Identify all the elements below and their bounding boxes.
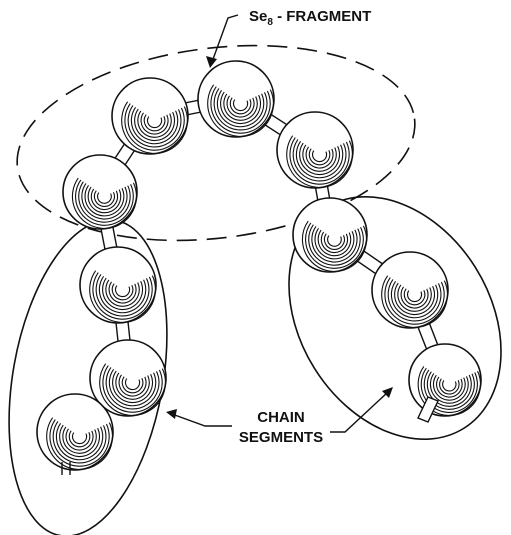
atoms-group: [36, 60, 482, 471]
atom-right-1: [292, 197, 368, 273]
chain-end-bond-left: [61, 462, 71, 475]
atom-se8-2: [111, 77, 189, 155]
se8-fragment-label: Se8 - FRAGMENT: [249, 8, 371, 28]
atom-left-3: [36, 393, 114, 471]
chain-leader-arrow-right: [330, 387, 393, 433]
se8-fragment-ellipse: [16, 44, 416, 242]
atom-se8-3: [197, 60, 275, 138]
atom-se8-4: [276, 111, 354, 189]
fragment-leader-arrow: [206, 14, 239, 68]
atom-left-1: [79, 246, 157, 324]
atom-right-3: [408, 343, 482, 417]
chain-segments-label-line2: SEGMENTS: [239, 429, 323, 446]
chain-end-bond-right: [417, 396, 439, 423]
atom-se8-1: [62, 154, 138, 230]
chain-leader-arrow-left: [166, 409, 232, 427]
atom-right-2: [371, 251, 449, 329]
atom-left-2: [89, 339, 167, 417]
chain-segments-label-line1: CHAIN: [257, 409, 305, 426]
